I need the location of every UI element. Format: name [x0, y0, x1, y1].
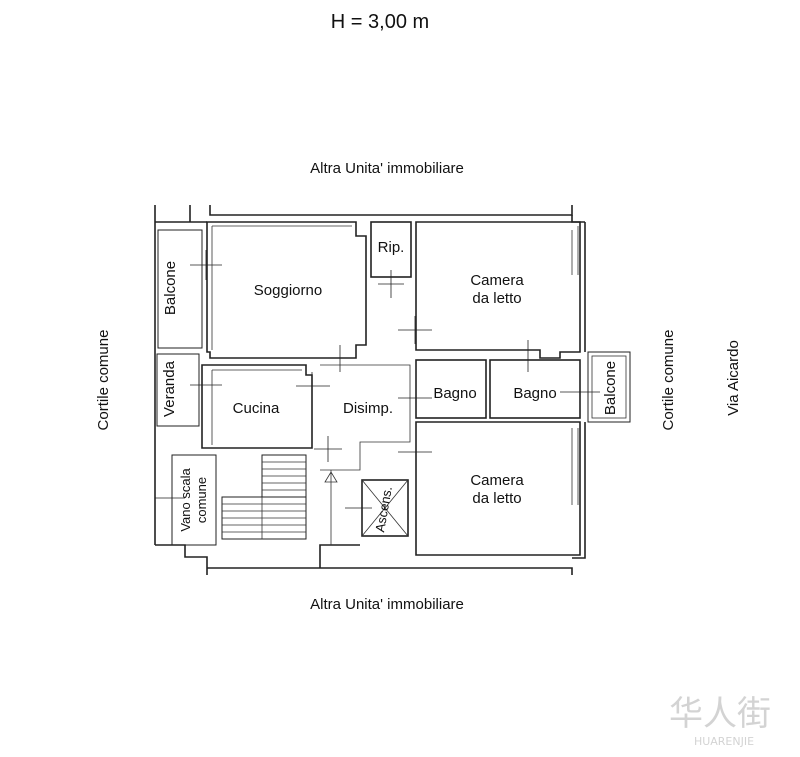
ceiling-height-note: H = 3,00 m	[331, 11, 429, 33]
watermark-chars: 华人街	[669, 694, 771, 734]
watermark-logo: 华人街 HUARENJIE	[669, 694, 771, 748]
bagno-2: Bagno	[489, 359, 600, 419]
disimpegno-label: Disimp.	[343, 400, 393, 417]
veranda: Veranda	[156, 353, 222, 427]
cucina-label: Cucina	[233, 400, 280, 417]
camera-2-label-line1: Camera	[470, 472, 524, 489]
stairs-lower	[221, 496, 307, 540]
camera-1-label-line1: Camera	[470, 272, 524, 289]
bagno-1: Bagno	[415, 359, 487, 419]
courtyard-left-label: Cortile comune	[95, 330, 112, 431]
ascensore-label: Ascens.	[372, 485, 395, 533]
outer-walls	[154, 205, 586, 575]
watermark-latin: HUARENJIE	[694, 735, 754, 748]
neighbor-unit-bottom-label: Altra Unita' immobiliare	[310, 596, 464, 613]
bagno-2-label: Bagno	[513, 385, 556, 402]
soggiorno-label: Soggiorno	[254, 282, 322, 299]
balcone-left-label: Balcone	[162, 261, 179, 315]
veranda-label: Veranda	[161, 360, 178, 417]
ascensore: Ascens.	[345, 479, 409, 537]
soggiorno: Soggiorno	[206, 221, 367, 372]
balcone-left: Balcone	[157, 229, 222, 349]
disimpegno: Disimp.	[314, 364, 432, 471]
vano-scala: Vano scala comune	[155, 454, 338, 546]
street-label: Via Aicardo	[725, 340, 742, 416]
bagno-1-label: Bagno	[433, 385, 476, 402]
vano-scala-label-line2: comune	[194, 477, 209, 523]
ripostiglio-label: Rip.	[378, 239, 405, 256]
cucina: Cucina	[201, 364, 330, 449]
stair-arrow-icon	[324, 470, 338, 545]
courtyard-right-label: Cortile comune	[660, 330, 677, 431]
vano-scala-label-line1: Vano scala	[178, 468, 193, 532]
balcone-right: Balcone	[587, 351, 631, 423]
camera-2: Camera da letto	[415, 421, 581, 556]
stairs-upper	[261, 454, 307, 498]
balcone-right-label: Balcone	[602, 361, 619, 415]
ripostiglio: Rip.	[370, 221, 412, 298]
camera-1-label-line2: da letto	[472, 290, 521, 307]
neighbor-unit-top-label: Altra Unita' immobiliare	[310, 160, 464, 177]
camera-1: Camera da letto	[398, 221, 581, 372]
camera-2-label-line2: da letto	[472, 490, 521, 507]
